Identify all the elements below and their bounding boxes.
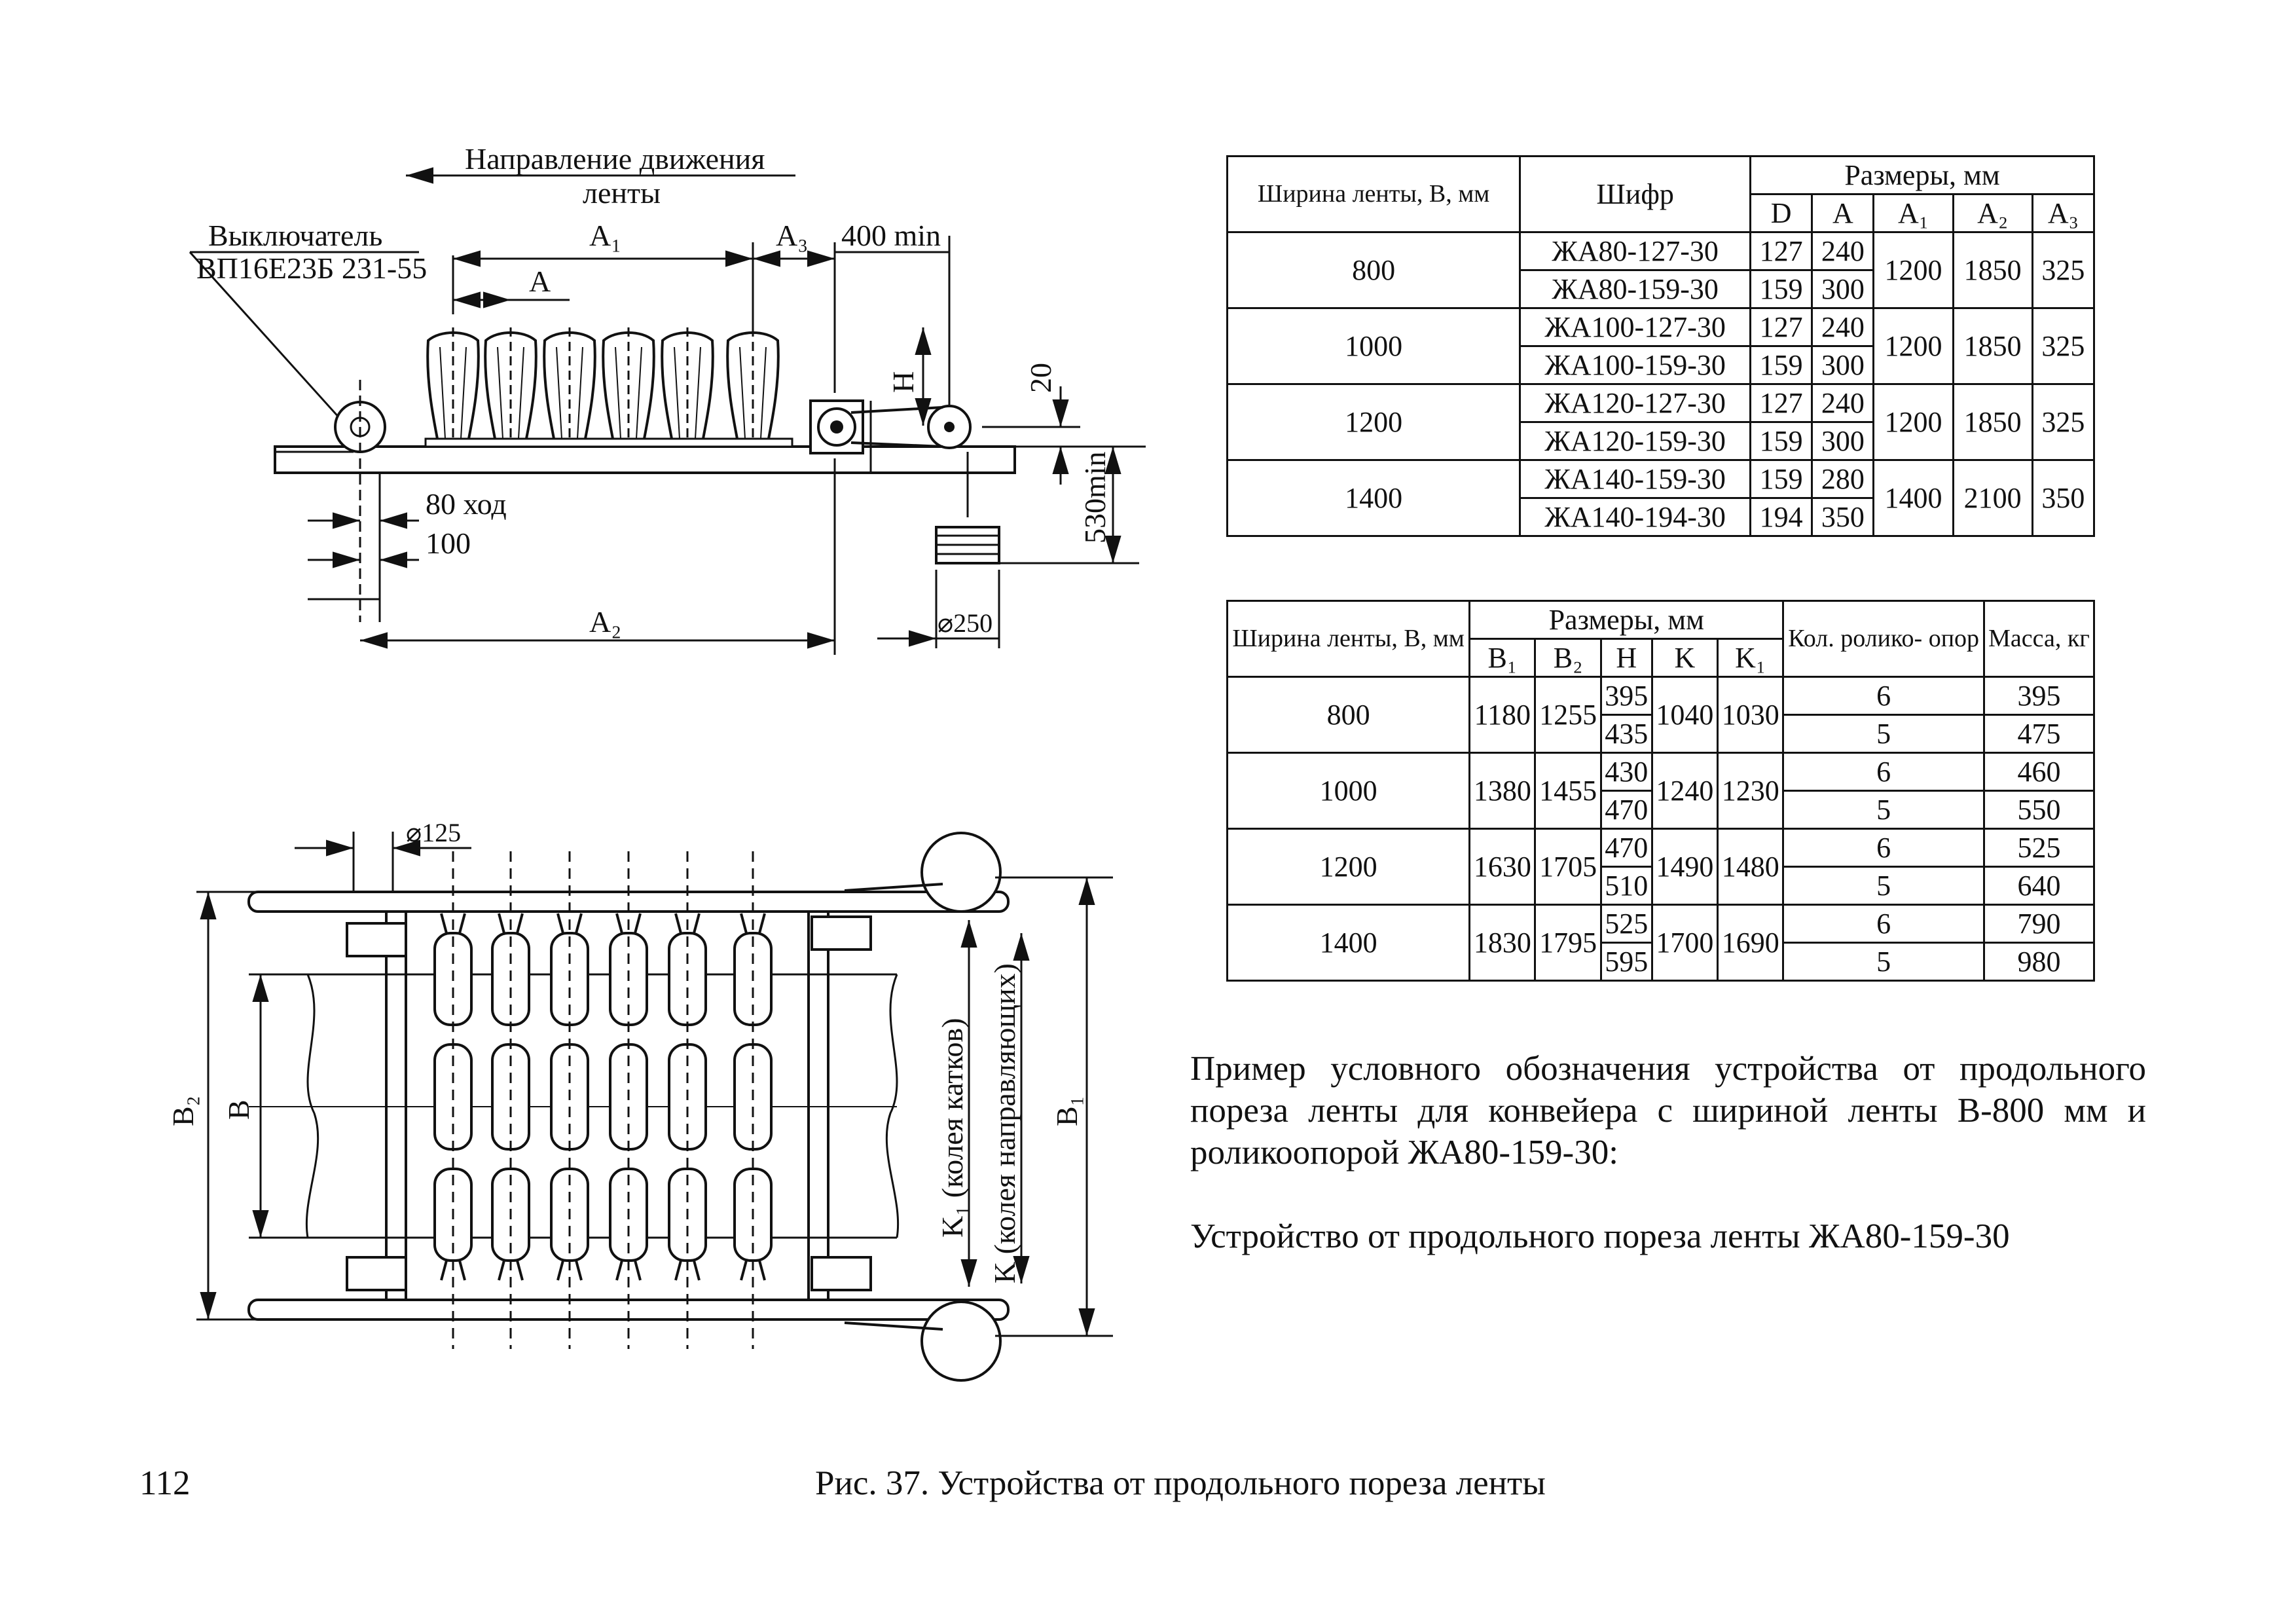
table-row: 435 5 475: [1228, 714, 2095, 754]
t2-sub-h: H: [1599, 638, 1653, 678]
dim-100-label: 100: [426, 526, 471, 560]
dim-400min-label: 400 min: [841, 219, 941, 252]
t2-col-sizes: Размеры, мм: [1468, 600, 1785, 640]
figure-caption: Рис. 37. Устройства от продольного порез…: [815, 1464, 1546, 1502]
dim-a-label: A: [529, 265, 551, 298]
direction-label: Направление движения: [465, 142, 765, 175]
table-row: 1000 ЖА100-127-30 127 240 1200 1850 325: [1226, 307, 2096, 385]
dim-h-label: H: [886, 371, 920, 393]
dim-20-label: 20: [1024, 363, 1057, 393]
dim-stroke-label: 80 ход: [426, 487, 507, 521]
dim-a3-label: A₃: [776, 219, 808, 252]
plan-view: ⌀125: [166, 818, 1113, 1382]
t1-sub-d: D: [1749, 193, 1813, 233]
table-row: 1200 1630 1705 470 1490 1480 6 525: [1226, 828, 2095, 906]
switch-label: Выключатель: [208, 219, 382, 252]
dim-d125-label: ⌀125: [406, 818, 461, 847]
table-row: 800 ЖА80-127-30 127 240 1200 1850 325: [1226, 231, 2096, 309]
table-row: ЖА100-159-30 159 300: [1228, 345, 2094, 385]
example-text: Пример условного обозначения устройства …: [1190, 1050, 2146, 1172]
dim-a2-label: A₂: [589, 605, 621, 638]
t1-col-width: Ширина ленты, В, мм: [1226, 155, 1522, 233]
t1-col-sizes: Размеры, мм: [1749, 155, 2095, 195]
table-row: 800 1180 1255 395 1040 1030 6 395: [1226, 676, 2095, 754]
direction-label-2: ленты: [583, 176, 661, 210]
dim-d250-label: ⌀250: [938, 608, 993, 638]
t1-col-code: Шифр: [1519, 155, 1752, 233]
table-row: 595 5 980: [1228, 942, 2095, 982]
t2-col-mass: Масса, кг: [1983, 600, 2095, 678]
table-idler-dimensions: Ширина ленты, В, мм Шифр Размеры, мм D A…: [1226, 155, 2096, 537]
table-row: 1200 ЖА120-127-30 127 240 1200 1850 325: [1226, 383, 2096, 461]
table-row: 1000 1380 1455 430 1240 1230 6 460: [1226, 752, 2095, 830]
t1-sub-a3: A₃: [2031, 193, 2096, 233]
t2-sub-b1: B₁: [1468, 638, 1537, 678]
dim-k1-label: K₁ (колея катков): [936, 1018, 969, 1238]
t1-sub-a1: A₁: [1872, 193, 1954, 233]
designation-example: Пример условного обозначения устройства …: [1190, 1048, 2146, 1257]
t2-sub-k1: K₁: [1717, 638, 1785, 678]
t2-sub-b2: B₂: [1534, 638, 1602, 678]
t2-col-width: Ширина ленты, В, мм: [1226, 600, 1471, 678]
dim-k-label: K (колея направляющих): [988, 963, 1021, 1283]
table-row: 1400 1830 1795 525 1700 1690 6 790: [1226, 904, 2095, 982]
t2-sub-k: K: [1650, 638, 1719, 678]
dim-b1-label: B₁: [1050, 1096, 1084, 1126]
page-number: 112: [139, 1464, 191, 1502]
table-row: ЖА140-194-30 194 350: [1228, 497, 2094, 537]
dim-530min-label: 530min: [1078, 451, 1112, 544]
table-row: ЖА80-159-30 159 300: [1228, 269, 2094, 309]
dim-b2-label: B₂: [166, 1096, 200, 1126]
side-view: Направление движения ленты Выключатель В…: [189, 142, 1146, 655]
switch-model-label: ВП16Е23Б 231-55: [196, 251, 427, 285]
table-device-dimensions: Ширина ленты, В, мм Размеры, мм Кол. рол…: [1226, 600, 2095, 982]
table-row: ЖА120-159-30 159 300: [1228, 421, 2094, 461]
table-row: 1400 ЖА140-159-30 159 280 1400 2100 350: [1226, 459, 2096, 537]
table-row: 470 5 550: [1228, 790, 2095, 830]
table-row: 510 5 640: [1228, 866, 2095, 906]
dim-a1-label: A₁: [589, 219, 621, 252]
t2-col-count: Кол. ролико- опор: [1782, 600, 1986, 678]
t1-sub-a: A: [1811, 193, 1875, 233]
example-result: Устройство от продольного пореза ленты Ж…: [1190, 1217, 2010, 1255]
t1-sub-a2: A₂: [1952, 193, 2033, 233]
dim-b-label: B: [222, 1099, 255, 1120]
